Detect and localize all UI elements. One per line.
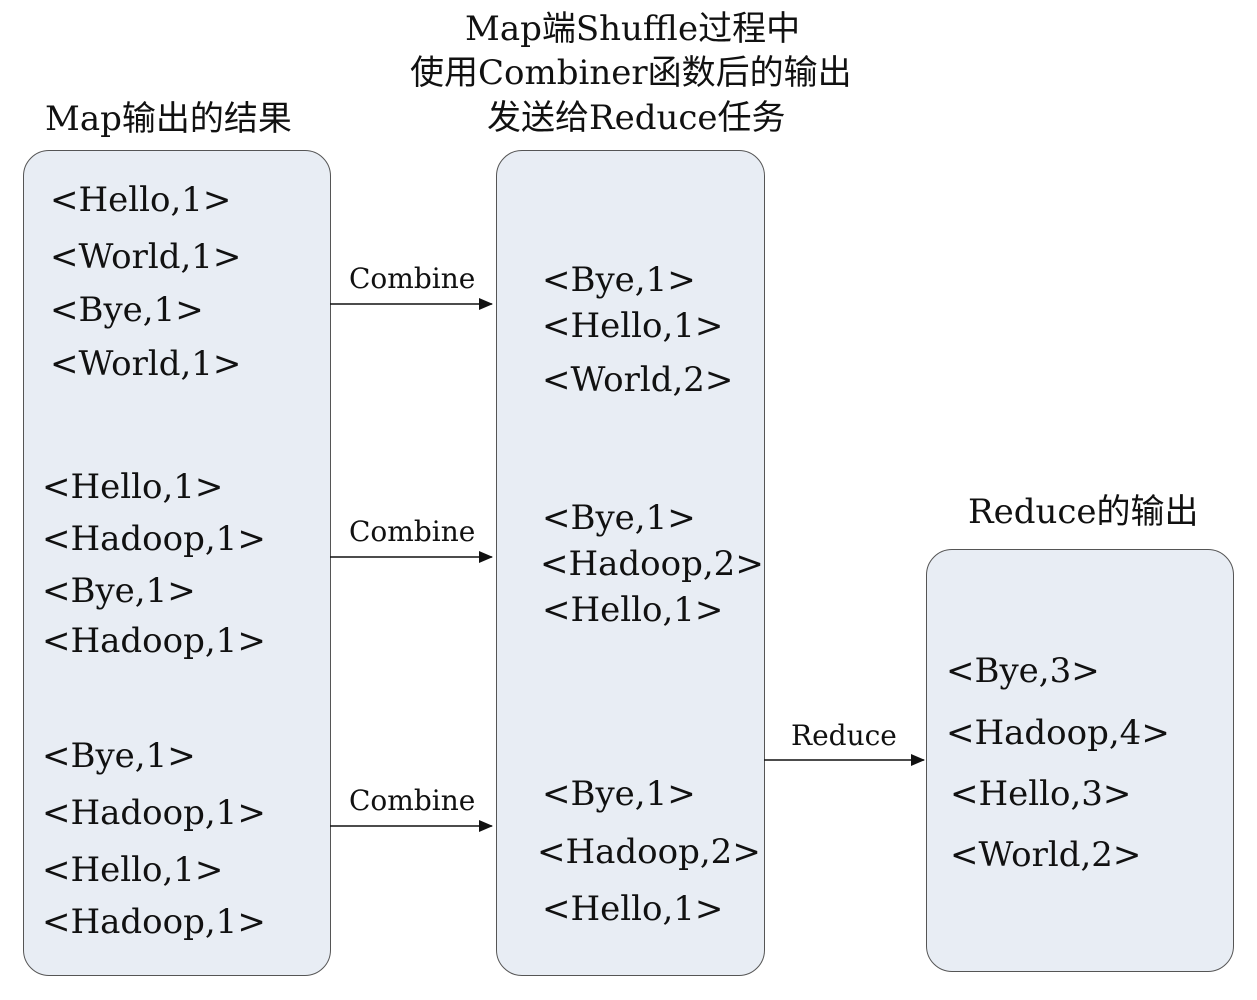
map-pair: <Bye,1> — [42, 736, 196, 776]
combine-label-3: Combine — [349, 784, 476, 817]
reduce-pair: <Bye,3> — [946, 651, 1100, 691]
map-pair: <World,1> — [50, 237, 242, 277]
map-pair: <Hello,1> — [42, 467, 224, 507]
combined-pair: <Hello,1> — [542, 590, 724, 630]
combined-pair: <Hadoop,2> — [540, 544, 764, 584]
reduce-pair: <Hadoop,4> — [946, 713, 1170, 753]
combined-pair: <Bye,1> — [542, 774, 696, 814]
shuffle-title-line2: 使用Combiner函数后的输出 — [410, 53, 852, 93]
combine-label-1: Combine — [349, 262, 476, 295]
map-output-title: Map输出的结果 — [45, 99, 292, 139]
map-pair: <Hello,1> — [50, 180, 232, 220]
reduce-pair: <Hello,3> — [950, 774, 1132, 814]
combine-label-2: Combine — [349, 515, 476, 548]
map-pair: <Hadoop,1> — [42, 621, 266, 661]
combined-pair: <Bye,1> — [542, 260, 696, 300]
reduce-pair: <World,2> — [950, 835, 1142, 875]
map-pair: <World,1> — [50, 344, 242, 384]
reduce-label: Reduce — [791, 719, 897, 752]
reduce-output-title: Reduce的输出 — [968, 492, 1199, 532]
combined-pair: <Hello,1> — [542, 889, 724, 929]
combined-pair: <Bye,1> — [542, 498, 696, 538]
combined-output-box — [496, 150, 765, 976]
map-pair: <Bye,1> — [50, 290, 204, 330]
map-output-box — [23, 150, 331, 976]
map-pair: <Bye,1> — [42, 571, 196, 611]
map-pair: <Hadoop,1> — [42, 793, 266, 833]
shuffle-title-line1: Map端Shuffle过程中 — [465, 9, 801, 49]
reduce-output-box — [926, 549, 1234, 972]
combined-pair: <World,2> — [542, 360, 734, 400]
combined-pair: <Hadoop,2> — [537, 832, 761, 872]
map-pair: <Hello,1> — [42, 850, 224, 890]
map-pair: <Hadoop,1> — [42, 519, 266, 559]
combined-pair: <Hello,1> — [542, 306, 724, 346]
shuffle-title-line3: 发送给Reduce任务 — [487, 98, 786, 138]
map-pair: <Hadoop,1> — [42, 902, 266, 942]
